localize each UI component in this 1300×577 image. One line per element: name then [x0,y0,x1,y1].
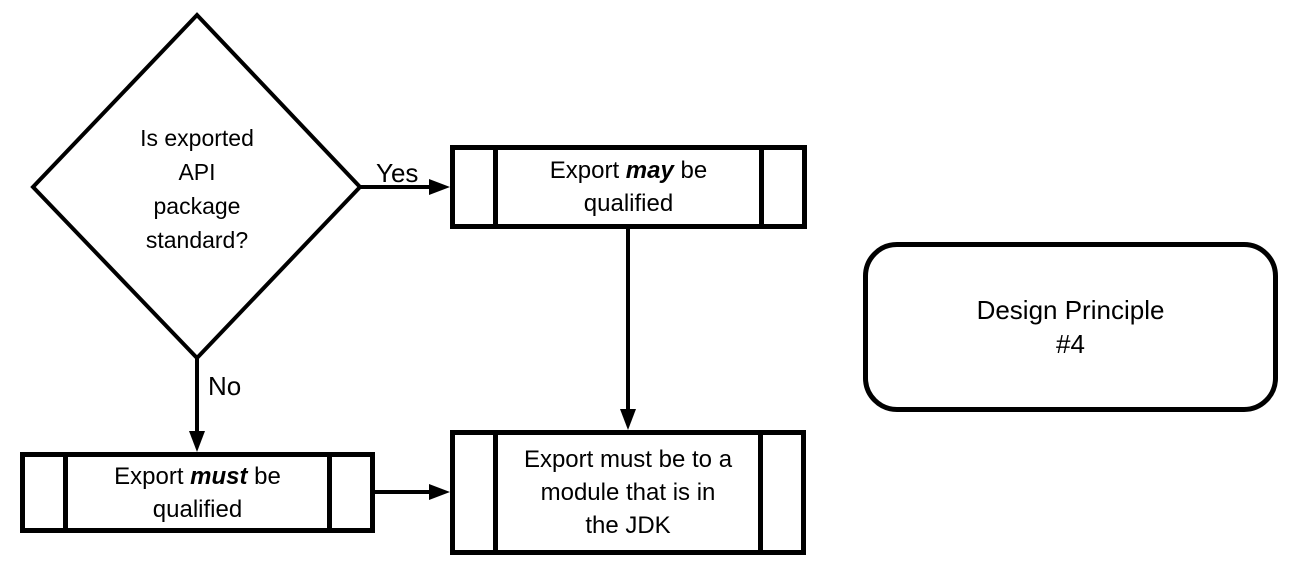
decision-line: package [153,193,241,219]
export-must-emphasis: must [190,462,248,490]
export-may-box: Export may be qualified [450,145,807,229]
must-to-jdk-arrow [375,484,450,500]
export-jdk-text: Export must be to a module that is in th… [499,435,757,550]
process-bar-left [493,150,498,224]
export-may-emphasis: may [625,157,674,184]
export-may-text: Export may be qualified [499,150,758,224]
may-to-jdk-arrow [620,229,636,430]
export-must-suffix: be [247,462,281,490]
export-jdk-line: Export must be to a [523,446,733,473]
export-may-line1: Export may be [550,154,707,187]
process-bar-left [63,457,68,528]
export-must-line1: Export must be [114,460,281,493]
export-may-suffix: be [673,157,708,184]
design-principle-line: Design Principle [976,295,1165,325]
decision-line: standard? [145,227,249,253]
decision-line: API [178,159,216,185]
export-may-prefix: Export [549,157,626,184]
export-must-prefix: Export [114,462,191,490]
export-may-line2: qualified [583,190,674,217]
process-bar-right [759,150,764,224]
no-edge-label: No [208,371,242,401]
yes-arrow [360,179,450,195]
export-jdk-box: Export must be to a module that is in th… [450,430,806,555]
yes-edge-label: Yes [376,158,419,188]
export-must-box: Export must be qualified [20,452,375,533]
design-principle-line: #4 [1056,329,1085,359]
decision-line: Is exported [140,125,254,151]
export-must-line2: qualified [152,495,243,523]
export-jdk-line: module that is in [540,479,716,506]
process-bar-right [758,435,763,550]
design-principle-box: Design Principle #4 [863,242,1278,412]
no-arrow [189,358,205,452]
process-bar-left [493,435,498,550]
export-must-text: Export must be qualified [69,457,326,528]
decision-text: Is exported API package standard? [77,121,317,257]
export-jdk-line: the JDK [585,512,671,539]
process-bar-right [327,457,332,528]
